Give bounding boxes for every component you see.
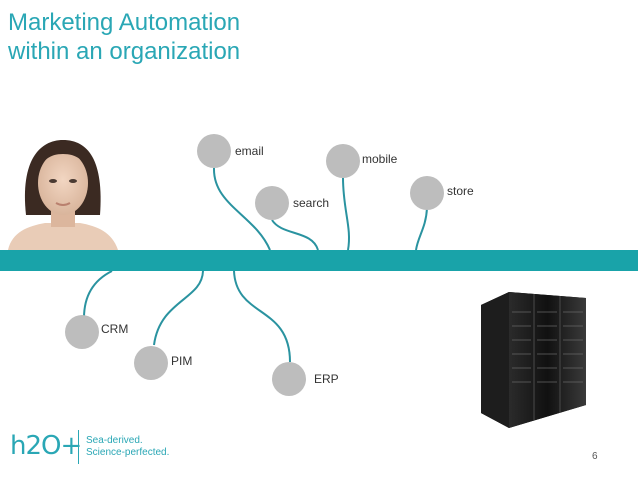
- node-email-label: email: [235, 144, 264, 158]
- connector-pim: [153, 270, 204, 346]
- server-rack-icon: [481, 292, 586, 428]
- node-pim-label: PIM: [171, 354, 192, 368]
- brand-logo: h2O+ Sea-derived. Science-perfected.: [10, 428, 210, 468]
- logo-mark: h2O+: [10, 431, 82, 461]
- node-email[interactable]: email: [197, 134, 264, 168]
- node-store[interactable]: store: [410, 176, 474, 210]
- logo-tagline: Sea-derived. Science-perfected.: [86, 435, 169, 459]
- connector-erp: [233, 270, 291, 363]
- node-crm[interactable]: CRM: [65, 315, 128, 349]
- node-pim[interactable]: PIM: [134, 346, 192, 380]
- node-erp[interactable]: ERP: [272, 362, 339, 396]
- connector-email: [212, 167, 271, 251]
- logo-divider: [78, 430, 79, 464]
- node-mobile[interactable]: mobile: [326, 144, 398, 178]
- node-erp-circle: [272, 362, 306, 396]
- node-search[interactable]: search: [255, 186, 329, 220]
- tagline-line-1: Sea-derived.: [86, 435, 143, 446]
- node-store-circle: [410, 176, 444, 210]
- node-search-circle: [255, 186, 289, 220]
- node-pim-circle: [134, 346, 168, 380]
- connector-crm: [83, 270, 113, 319]
- connectors: [83, 167, 428, 363]
- node-search-label: search: [293, 196, 329, 210]
- node-erp-label: ERP: [314, 372, 339, 386]
- connector-store: [415, 207, 428, 251]
- connector-mobile: [342, 177, 350, 251]
- page-title: Marketing Automation within an organizat…: [8, 8, 240, 66]
- page-number: 6: [592, 451, 598, 462]
- node-mobile-label: mobile: [362, 152, 398, 166]
- title-line-2: within an organization: [8, 38, 241, 65]
- title-line-1: Marketing Automation: [8, 9, 241, 36]
- node-crm-label: CRM: [101, 322, 128, 336]
- integration-bus: [0, 250, 638, 271]
- node-email-circle: [197, 134, 231, 168]
- woman-portrait-icon: [8, 140, 118, 250]
- connector-search: [271, 219, 319, 251]
- node-mobile-circle: [326, 144, 360, 178]
- node-crm-circle: [65, 315, 99, 349]
- node-store-label: store: [447, 184, 474, 198]
- tagline-line-2: Science-perfected.: [86, 447, 170, 458]
